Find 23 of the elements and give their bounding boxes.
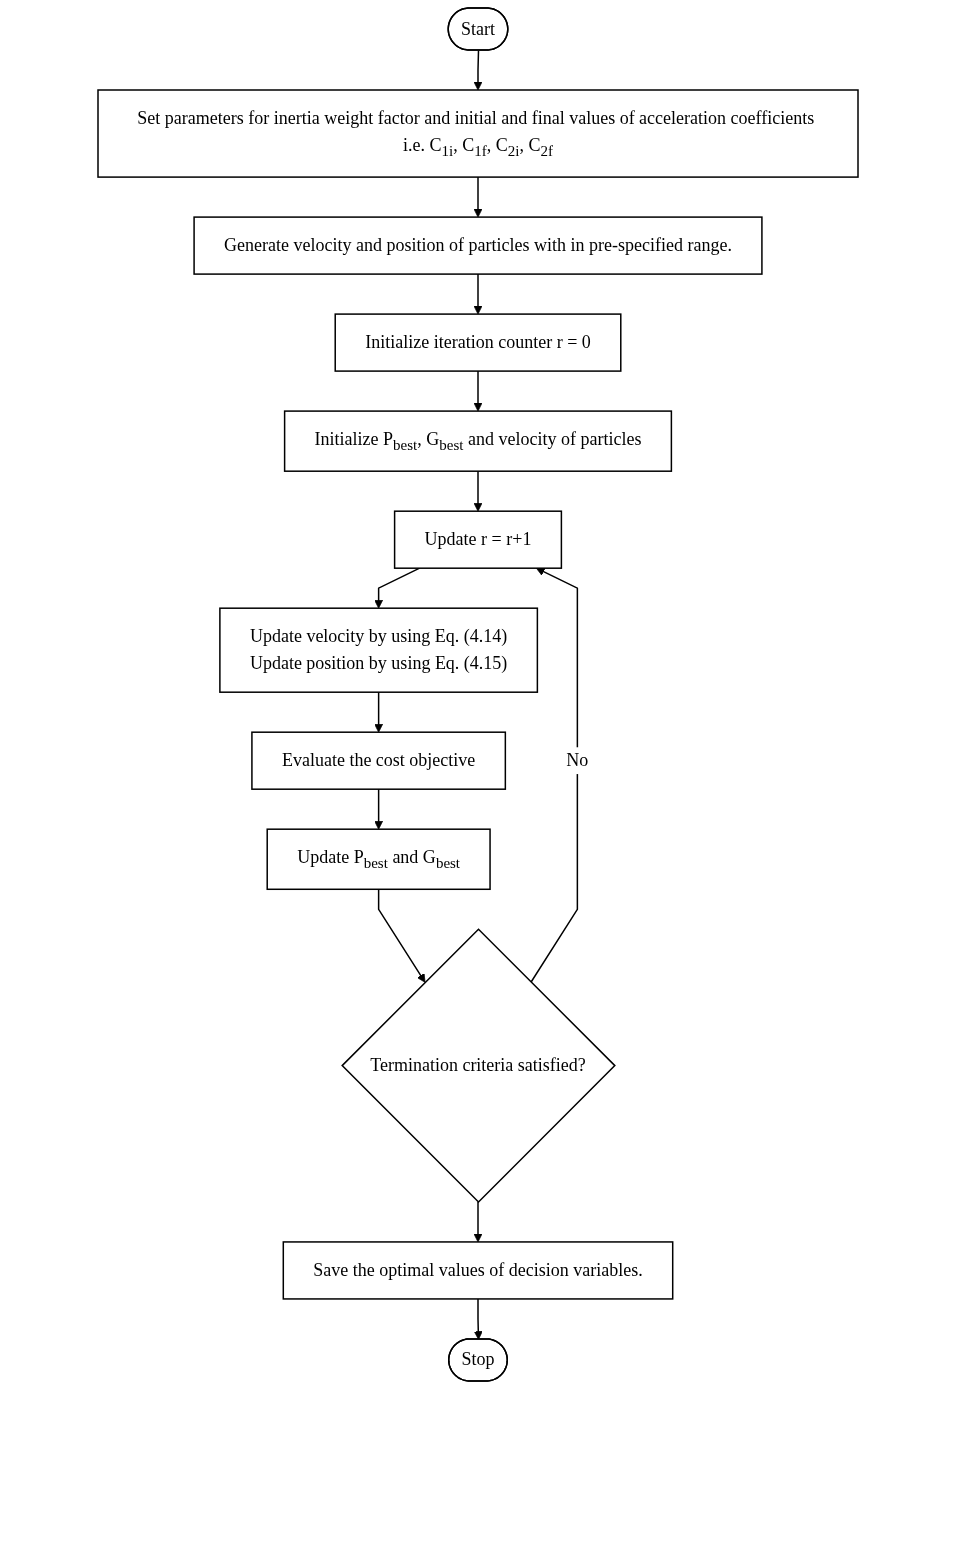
node-box: Update P$_{best}$ and G$_{best}$ [265, 828, 491, 891]
arrow [473, 370, 482, 412]
arrow [473, 273, 482, 315]
arrow [377, 888, 425, 983]
node-box: Update velocity by using Eq. (4.14) Update position by using Eq. (4.15) [218, 607, 538, 693]
node-box: Set parameters for inertia weight factor and initial and final values of acceleration coefficients i.e. C$_{1i}$, C$_{1f}$, C$_{2i}$, C$_{2f}$ [96, 89, 859, 178]
arrow [473, 176, 482, 218]
arrow [473, 1201, 482, 1243]
arrow [529, 567, 578, 983]
arrow [373, 788, 383, 830]
node-box: Initialize iteration counter r = 0 [333, 313, 622, 372]
arrow [473, 1298, 483, 1340]
node-box: Save the optimal values of decision variables. [282, 1241, 673, 1300]
arrow [373, 567, 420, 609]
arrow [473, 49, 482, 91]
node-box: Generate velocity and position of particles with in pre-specified range. [192, 216, 763, 275]
node-box: Update r = r+1 [393, 510, 562, 569]
edge-label: No [565, 750, 588, 771]
node-box: Initialize P$_{best}$, G$_{best}$ and velocity of particles [283, 410, 672, 472]
node-box: Evaluate the cost objective [250, 731, 506, 790]
arrow [373, 691, 383, 733]
arrow [473, 470, 482, 512]
node-diamond: Termination criteria satisfied? [340, 928, 616, 1203]
